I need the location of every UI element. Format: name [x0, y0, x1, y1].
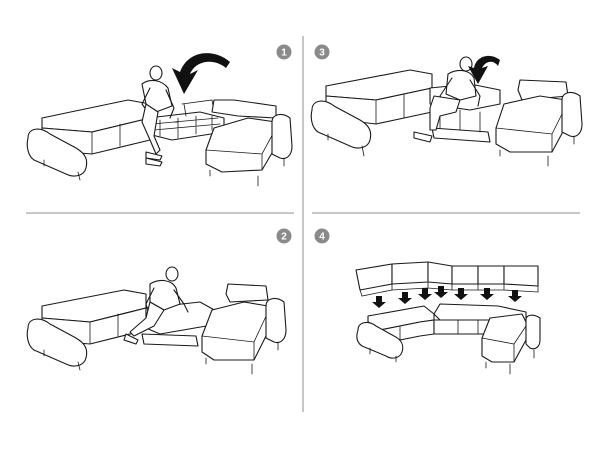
down-arrows — [372, 286, 522, 308]
step-number-2: 2 — [281, 232, 287, 243]
down-arrow-icon — [434, 286, 448, 298]
sofa-left-section — [26, 289, 147, 371]
sofa-chaise-section — [201, 283, 287, 375]
step-number-4: 4 — [319, 232, 325, 243]
step-badge-1: 1 — [276, 44, 292, 60]
down-arrow-icon — [454, 288, 468, 300]
floating-backrests — [355, 261, 539, 297]
assembled-corner-sofa — [356, 303, 541, 375]
step-badge-4: 4 — [314, 228, 330, 244]
down-arrow-icon — [418, 288, 432, 300]
step-badge-3: 3 — [314, 44, 330, 60]
person-figure — [413, 56, 481, 143]
down-arrow-icon — [372, 296, 386, 308]
curved-arrow-icon — [468, 55, 500, 84]
person-figure — [141, 65, 175, 167]
sofa-left-section — [26, 99, 151, 181]
sofa-chaise-section — [495, 79, 583, 167]
down-arrow-icon — [480, 288, 494, 300]
sofa-chaise-section — [205, 99, 293, 187]
sofa-left-section — [310, 69, 433, 157]
person-figure — [123, 266, 189, 345]
panel-step-1: 1 — [26, 44, 293, 187]
down-arrow-icon — [398, 292, 412, 304]
down-arrow-icon — [508, 290, 522, 302]
step-number-1: 1 — [281, 48, 287, 59]
step-number-3: 3 — [319, 48, 325, 59]
panel-step-4: 4 — [314, 228, 541, 375]
panel-step-2: 2 — [26, 228, 292, 375]
curved-arrow-icon — [172, 53, 230, 94]
step-badge-2: 2 — [276, 228, 292, 244]
panel-step-3: 3 — [310, 44, 583, 167]
